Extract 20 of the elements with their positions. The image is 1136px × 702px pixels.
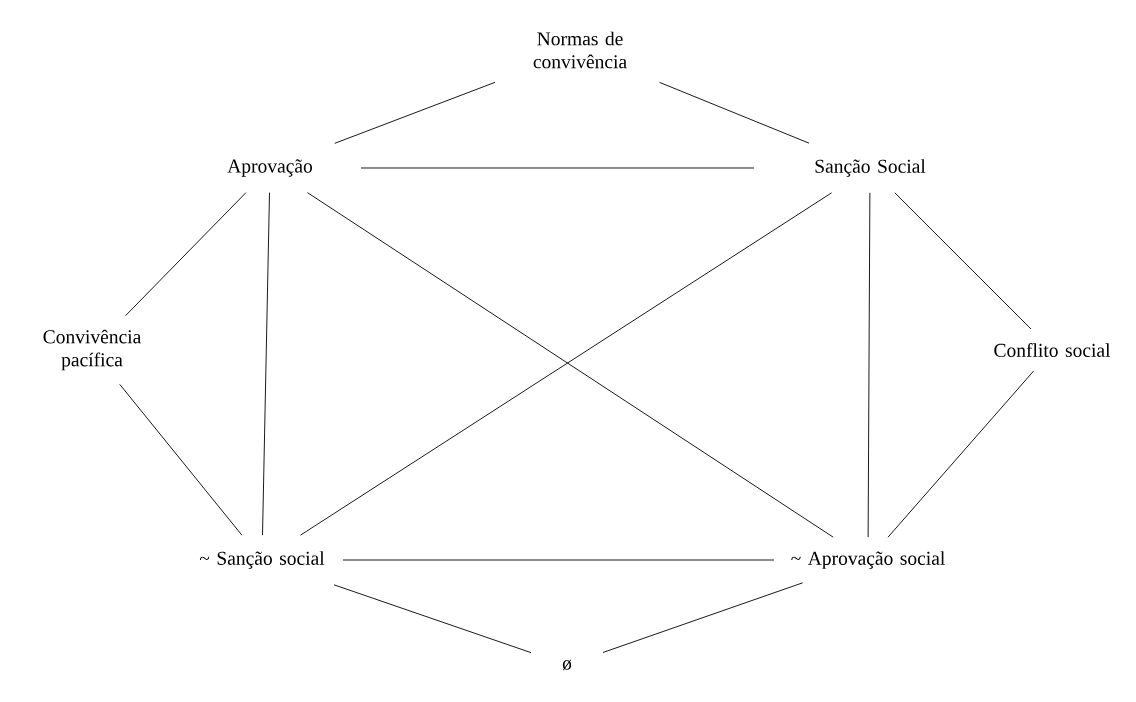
connector-line (125, 192, 247, 317)
connector-line (887, 370, 1035, 538)
connector-line (360, 167, 755, 169)
node-label: Sanção Social (815, 159, 926, 177)
node-label: ø (562, 659, 572, 671)
connector-line (119, 383, 243, 536)
connector-line (867, 192, 871, 538)
connector-line (333, 584, 532, 654)
connector-line (342, 559, 775, 561)
connector-line (262, 192, 270, 536)
connector-line (894, 192, 1032, 330)
node-label: ~ Aprovação social (791, 551, 945, 569)
node-label: ~ Sanção social (199, 551, 325, 569)
connector-line (602, 582, 804, 653)
node-label: Aprovação (227, 159, 313, 177)
node-label: Convivência pacífica (43, 329, 142, 371)
node-label: Normas de convivência (533, 31, 627, 69)
node-label: Conflito social (994, 343, 1111, 357)
connector-line (334, 81, 496, 144)
connector-line (659, 81, 810, 144)
